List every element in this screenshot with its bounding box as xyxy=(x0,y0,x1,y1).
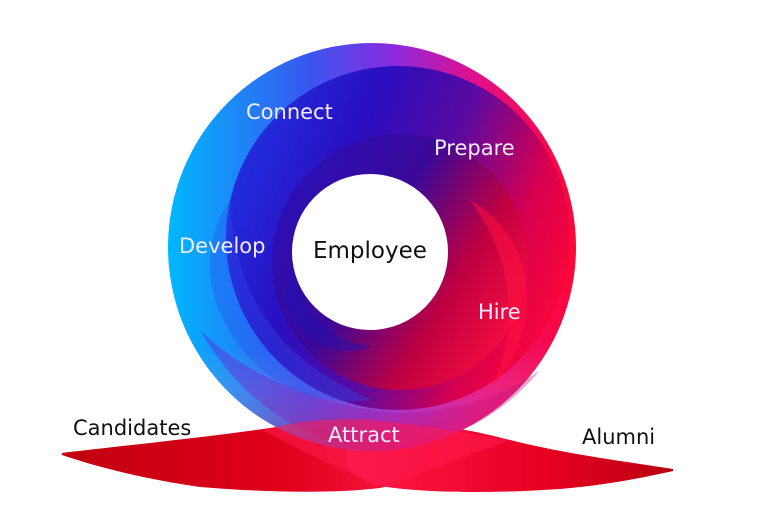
attract-ribbon-front xyxy=(262,419,510,486)
inner-swirl-shadow xyxy=(285,262,372,352)
employee-center-circle xyxy=(292,174,448,330)
stage-label-connect: Connect xyxy=(246,100,333,124)
stage-label-attract: Attract xyxy=(328,423,400,447)
stage-label-prepare: Prepare xyxy=(434,136,515,160)
center-label-employee: Employee xyxy=(313,238,427,264)
hire-crescent xyxy=(470,200,528,390)
endpoint-label-candidates: Candidates xyxy=(73,416,192,440)
stage-label-develop: Develop xyxy=(179,234,266,258)
stage-label-hire: Hire xyxy=(478,300,521,324)
lower-swirl-band xyxy=(200,330,540,451)
swirl-overlap-tint xyxy=(210,200,372,402)
endpoint-label-alumni: Alumni xyxy=(582,425,656,449)
